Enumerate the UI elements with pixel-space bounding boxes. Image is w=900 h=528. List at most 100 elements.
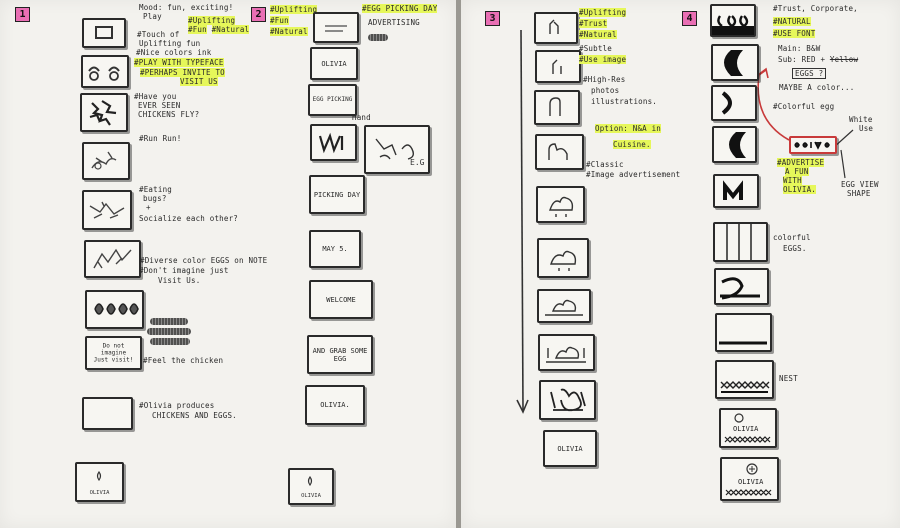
storyboard-frame: [715, 313, 772, 352]
note-text: #Have you: [134, 92, 177, 101]
note-text: CHICKENS FLY?: [138, 110, 200, 119]
note-text: White: [849, 115, 873, 124]
storyboard-frame: [535, 50, 581, 83]
storyboard-frame-logo: OLIVIA: [75, 462, 124, 502]
tag: #Uplifting: [188, 16, 236, 25]
frame-text: imagine: [100, 349, 127, 357]
note-text: Sub: RED + Yellow: [778, 55, 859, 64]
note-text: Use: [859, 124, 874, 133]
storyboard-frame: E.G: [364, 125, 430, 174]
note-text: #PERHAPS INVITE TO: [140, 68, 225, 77]
frame-text: Just visit!: [93, 356, 134, 364]
storyboard-frame: [84, 240, 141, 278]
tag: #Uplifting: [579, 8, 627, 17]
svg-text:OLIVIA: OLIVIA: [733, 425, 759, 433]
storyboard-frame: [82, 18, 126, 48]
note-text: bugs?: [143, 194, 167, 203]
storyboard-frame: [536, 186, 585, 223]
note-text: NEST: [779, 374, 798, 383]
frame-text: AND GRAB SOME EGG: [312, 346, 368, 363]
logo-wordmark: OLIVIA: [301, 493, 321, 499]
storyboard-frame: OLIVIA: [310, 47, 358, 80]
note-text: #NATURAL: [773, 17, 811, 26]
note-text: SHAPE: [847, 189, 871, 198]
page-2-header: #EGG PICKING DAY: [362, 4, 438, 13]
note-text: EGG VIEW: [841, 180, 879, 189]
note-text: Visit Us.: [158, 276, 201, 285]
storyboard-frame: [539, 380, 596, 420]
note-text: #Classic: [586, 160, 624, 169]
note-text: EGGS.: [783, 244, 807, 253]
note-text: #USE FONT: [773, 29, 816, 38]
storyboard-frame: EGG PICKING: [308, 84, 357, 116]
storyboard-frame: Do not imagine Just visit!: [85, 336, 142, 370]
storyboard-frame: [713, 174, 759, 208]
note-text: A FUN: [785, 167, 809, 176]
storyboard-frame: [535, 134, 584, 170]
svg-text:E.G: E.G: [410, 158, 425, 167]
note-text: WITH: [783, 176, 802, 185]
tag: #Use image: [579, 55, 627, 64]
storyboard-frame: [82, 142, 130, 180]
storyboard-frame: MAY 5.: [309, 230, 361, 268]
storyboard-frame: [538, 334, 595, 371]
storyboard-frame: [82, 190, 132, 230]
timeline-arrow: [516, 29, 854, 414]
tag: #Trust: [579, 19, 608, 28]
page-2-badge: 2: [251, 7, 266, 22]
storyboard-frame: [313, 12, 359, 43]
note-text: #PLAY WITH TYPEFACE: [134, 58, 224, 67]
note-text: #Eating: [139, 185, 173, 194]
storyboard-frame: [712, 126, 757, 163]
storyboard-frame: [713, 222, 768, 262]
storyboard-frame: [714, 268, 769, 305]
storyboard-frame: [534, 12, 578, 44]
tag: #Natural: [579, 30, 617, 39]
note-text: EGGS ?: [792, 68, 827, 79]
right-sheet: 3 4 OLIVIA #Uplifting: [461, 0, 900, 528]
storyboard-frame: OLIVIA: [720, 457, 779, 501]
page-4-badge: 4: [682, 11, 697, 26]
storyboard-frame: OLIVIA: [543, 430, 597, 467]
note-text: #Trust, Corporate,: [773, 4, 858, 13]
frame-text: WELCOME: [326, 295, 356, 304]
note-text: #Don't imagine just: [139, 266, 229, 275]
note-text: Main: B&W: [778, 44, 821, 53]
storyboard-frame: [715, 360, 774, 399]
note-text: #Nice colors ink: [136, 48, 212, 57]
left-sheet: 1 2 Do not imagine Just visit! OLIVIA Mo…: [0, 0, 456, 528]
note-text: ADVERTISING: [368, 18, 420, 27]
storyboard-frame-logo: OLIVIA: [288, 468, 334, 505]
note-text: photos: [591, 86, 620, 95]
note-text: Mood: fun, exciting!: [139, 3, 234, 12]
note-text: OLIVIA.: [783, 185, 817, 194]
page-3-badge: 3: [485, 11, 500, 26]
note-text: #Olivia produces: [139, 401, 215, 410]
frame-text: MAY 5.: [322, 245, 348, 253]
note-text: Cuisine.: [613, 140, 651, 149]
storyboard-frame: OLIVIA.: [305, 385, 365, 425]
frame-text: EGG PICKING: [312, 96, 353, 103]
note-text: Play: [143, 12, 162, 21]
note-text: Hand: [352, 113, 371, 122]
frame-text: OLIVIA.: [320, 401, 350, 409]
note-text: CHICKENS AND EGGS.: [152, 411, 237, 420]
page-1-badge: 1: [15, 7, 30, 22]
svg-text:OLIVIA: OLIVIA: [738, 478, 764, 486]
storyboard-frame: PICKING DAY: [309, 175, 365, 214]
note-text: #ADVERTISE: [777, 158, 825, 167]
note-text: +: [146, 203, 151, 212]
storyboard-frame: [537, 238, 589, 278]
storyboard-frame: AND GRAB SOME EGG: [307, 335, 373, 374]
tag: #Fun: [270, 16, 289, 25]
storyboard-frame: [534, 90, 580, 125]
note-text: Socialize each other?: [139, 214, 239, 223]
scribble: [368, 34, 388, 41]
frame-text: OLIVIA: [557, 444, 583, 453]
storyboard-frame: [537, 289, 591, 323]
storyboard-frame: [81, 55, 129, 88]
scribble: [150, 318, 188, 325]
logo-sketch-frame: [789, 136, 837, 154]
storyboard-frame: OLIVIA: [719, 408, 777, 448]
frame-text: OLIVIA: [321, 59, 347, 68]
